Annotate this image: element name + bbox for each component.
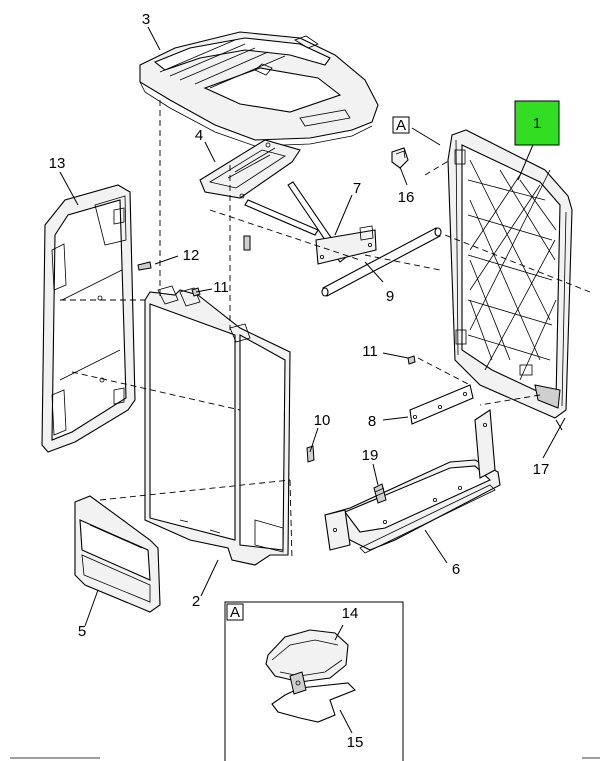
callout-13: 13 (49, 155, 66, 172)
part-9-tube (321, 227, 442, 297)
part-8-plate (409, 384, 474, 425)
callout-2: 2 (192, 593, 200, 610)
part-2-main-housing (144, 285, 291, 566)
callout-1: 1 (533, 115, 541, 132)
detail-ref-a-label: A (396, 117, 406, 134)
detail-ref-a-main: A (392, 116, 410, 134)
part-7-rod (244, 181, 377, 265)
callout-5: 5 (78, 623, 86, 640)
part-1-rear-panel (447, 129, 573, 419)
callout-6: 6 (452, 561, 460, 578)
leader-lines (59, 26, 566, 627)
part-19-screw (373, 483, 387, 504)
callout-10: 10 (314, 412, 331, 429)
fasteners (137, 235, 416, 463)
part-15-pad (271, 682, 356, 723)
part-3-top-cover (139, 31, 379, 147)
callout-4: 4 (195, 127, 203, 144)
callout-16: 16 (398, 189, 415, 206)
callout-11-b: 11 (362, 343, 378, 360)
callout-19: 19 (362, 447, 379, 464)
part-14-cushion (265, 629, 349, 683)
part-5-front-bezel (74, 495, 161, 613)
callout-11-a: 11 (213, 279, 229, 296)
callout-labels: 1 2 3 4 5 6 7 8 9 10 11 11 12 13 16 17 1… (49, 11, 550, 640)
part-6-base-tray (324, 409, 501, 554)
callout-17: 17 (533, 461, 550, 478)
part-16-clip (391, 147, 409, 169)
callout-14: 14 (342, 605, 359, 622)
callout-1-highlight (514, 100, 560, 146)
callout-7: 7 (353, 180, 361, 197)
callout-12: 12 (183, 247, 200, 264)
callout-15: 15 (347, 734, 364, 751)
part-14-hinge (289, 671, 307, 695)
callout-8: 8 (368, 413, 376, 430)
detail-a-inset: A 14 15 (224, 601, 404, 761)
detail-ref-a-inset-label: A (230, 604, 240, 621)
part-13-side-panel (41, 184, 136, 453)
part-4-bracket (199, 139, 301, 199)
callout-9: 9 (386, 288, 394, 305)
callout-3: 3 (142, 11, 150, 28)
assembly-lines (60, 100, 591, 561)
